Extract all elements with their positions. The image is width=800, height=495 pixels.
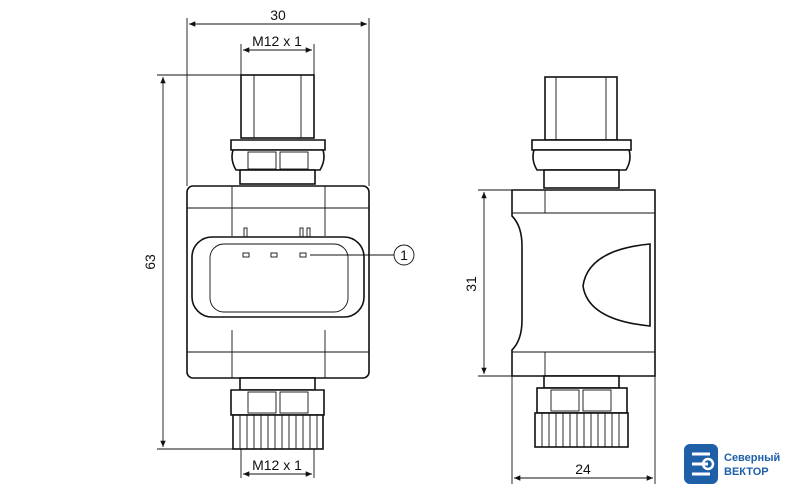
led-indicator bbox=[299, 252, 307, 258]
side-bottom-connector bbox=[534, 412, 629, 448]
brand-logo-line2: ВЕКТОР bbox=[724, 466, 769, 478]
side-top-nut bbox=[531, 139, 632, 151]
led-slot bbox=[243, 227, 248, 238]
side-top-connector bbox=[544, 76, 618, 141]
brand-logo: Северный ВЕКТОР bbox=[684, 444, 780, 484]
front-dimensions: 30 M12 x 1 63 M12 x 1 bbox=[142, 7, 370, 478]
brand-logo-line1: Северный bbox=[724, 452, 780, 464]
dim-side-height-label: 31 bbox=[463, 276, 479, 292]
dim-side-width-label: 24 bbox=[575, 461, 591, 477]
dim-bottom-thread-label: M12 x 1 bbox=[252, 457, 302, 473]
led-slot bbox=[306, 227, 311, 238]
side-dimensions: 31 24 bbox=[463, 189, 656, 484]
dim-overall-width-label: 30 bbox=[270, 7, 286, 23]
callout-circle bbox=[393, 244, 415, 266]
front-window bbox=[191, 236, 365, 318]
front-top-nut bbox=[230, 139, 326, 151]
side-window bbox=[582, 243, 651, 327]
led-indicator bbox=[242, 252, 250, 258]
callout-number: 1 bbox=[400, 247, 408, 263]
led-indicator bbox=[270, 252, 278, 258]
dim-top-thread-label: M12 x 1 bbox=[252, 33, 302, 49]
front-bottom-nut bbox=[230, 389, 325, 416]
side-bottom-nut bbox=[536, 387, 628, 414]
led-slot bbox=[299, 227, 304, 238]
front-top-connector bbox=[240, 74, 315, 139]
dim-overall-height-label: 63 bbox=[142, 254, 158, 270]
callout: 1 bbox=[310, 244, 415, 266]
side-view bbox=[511, 76, 656, 448]
front-view bbox=[186, 74, 370, 450]
front-bottom-connector bbox=[232, 414, 324, 450]
